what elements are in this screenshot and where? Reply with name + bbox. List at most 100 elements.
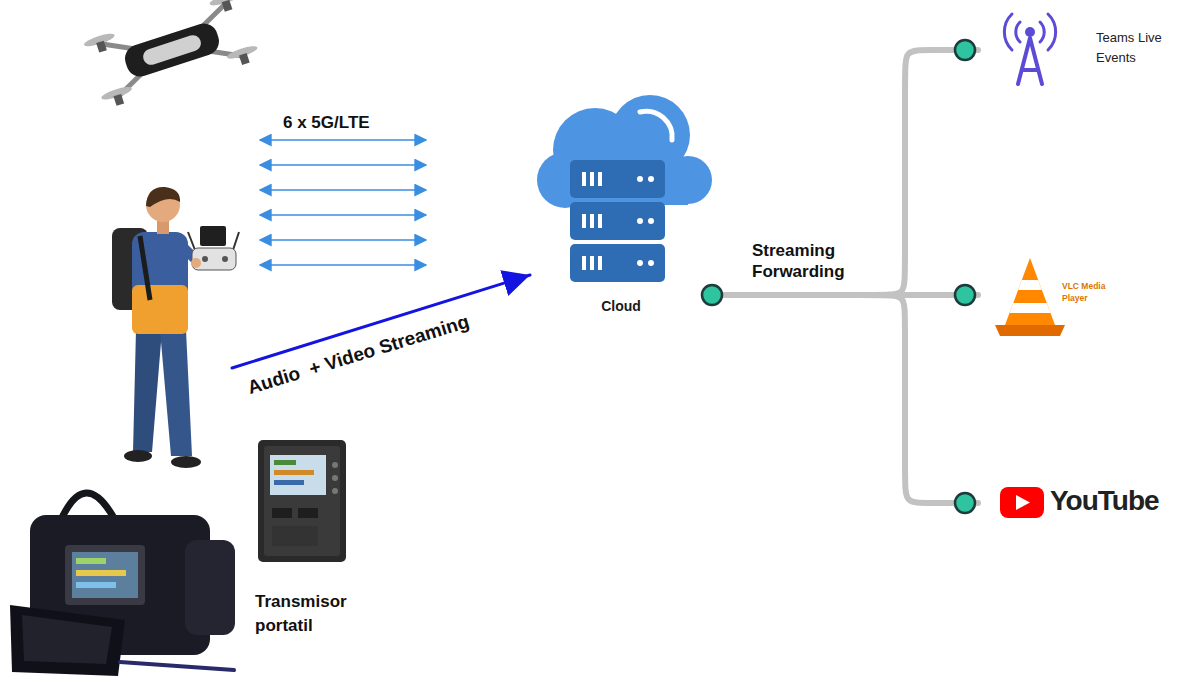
bag-pocket — [185, 540, 235, 635]
transmitter-case — [258, 440, 346, 562]
drone-motor — [96, 41, 107, 53]
vlc-cone-icon — [995, 258, 1065, 336]
leg — [133, 330, 162, 452]
screen-bar — [274, 460, 296, 465]
drone-motor — [113, 94, 124, 106]
shoe — [171, 456, 201, 468]
cloud-node: Cloud — [530, 90, 716, 320]
transmitter-backpack — [10, 493, 235, 676]
controller-stick — [202, 256, 208, 262]
link-arrow — [260, 239, 426, 241]
server-unit — [570, 244, 665, 282]
link-arrow — [260, 164, 426, 166]
server-led — [648, 218, 654, 224]
service-node: YouTube — [978, 478, 1178, 528]
junction-dot — [702, 285, 722, 305]
link-arrow — [260, 139, 426, 141]
cloud-server-icon — [537, 95, 712, 282]
signal-wave — [1004, 14, 1012, 50]
edge-label: Streaming Forwarding — [752, 240, 864, 283]
node-label: VLC Media Player — [1062, 281, 1124, 305]
portable-transmitter — [258, 440, 346, 562]
shoe — [124, 450, 152, 462]
transmitter-screen — [270, 455, 326, 495]
server-slot — [582, 172, 586, 186]
server-slot — [582, 256, 586, 270]
transmitter-node: Transmisor portatil — [120, 368, 370, 658]
server-slot — [590, 214, 594, 228]
server-unit — [570, 202, 665, 240]
antenna-icon — [1004, 14, 1055, 84]
edge-label: Audio + Video Streaming — [245, 311, 472, 400]
drone-body — [121, 20, 222, 80]
server-slot — [590, 256, 594, 270]
node-label: Teams Live Events — [1096, 28, 1172, 67]
service-node: VLC Media Player — [978, 255, 1138, 335]
leg — [160, 330, 192, 456]
cellular-links — [260, 140, 426, 265]
screen-bar — [274, 480, 304, 485]
server-slot — [582, 214, 586, 228]
node-label: Transmisor portatil — [255, 590, 365, 638]
transmitter-knob — [332, 488, 338, 494]
cone-stripe — [1018, 280, 1042, 290]
server-slot — [590, 172, 594, 186]
transmitter-knob — [332, 475, 338, 481]
transmitter-port — [272, 508, 292, 518]
hair — [146, 187, 180, 207]
junction-dot — [955, 285, 975, 305]
server-led — [637, 176, 643, 182]
drone-motor — [239, 53, 250, 65]
controller-screen — [200, 226, 226, 246]
transmitter-knob — [332, 462, 338, 468]
signal-wave — [1040, 22, 1044, 42]
transmitter-vent — [272, 526, 318, 546]
bag-lid-inner — [22, 615, 112, 664]
screen-bar — [76, 582, 116, 588]
transmitter-port — [298, 508, 318, 518]
antenna-tower — [1018, 38, 1042, 84]
server-unit — [570, 160, 665, 198]
service-node: Teams Live Events — [978, 10, 1178, 90]
cloud-highlight — [640, 111, 672, 140]
controller — [192, 248, 236, 270]
forwarding-line — [716, 295, 978, 503]
server-slot — [598, 214, 602, 228]
bag-lid — [10, 605, 125, 676]
operator-figure — [112, 187, 239, 468]
cone-stripe — [1010, 303, 1051, 313]
bag-screen — [72, 552, 138, 598]
transmitter-face — [264, 446, 340, 556]
server-led — [637, 260, 643, 266]
youtube-logo-icon — [1000, 487, 1044, 518]
screen-bar — [76, 558, 106, 564]
link-arrow — [260, 189, 426, 191]
junction-dot — [955, 40, 975, 60]
server-slot — [598, 256, 602, 270]
bag-screen-frame — [65, 545, 145, 605]
link-arrow — [260, 264, 426, 266]
link-count-label: 6 x 5G/LTE — [283, 113, 370, 133]
server-led — [648, 176, 654, 182]
screen-bar — [76, 570, 126, 576]
drone-panel — [141, 33, 203, 67]
server-led — [648, 260, 654, 266]
drone-icon — [83, 0, 261, 110]
signal-wave — [1016, 22, 1020, 42]
play-button — [1000, 487, 1044, 518]
vest — [132, 285, 188, 334]
node-label: YouTube — [1050, 484, 1174, 518]
drone-motor — [222, 0, 233, 12]
cone-base — [995, 325, 1065, 336]
backpack-strap — [140, 236, 150, 300]
hand — [191, 258, 201, 268]
forwarding-line — [716, 50, 978, 295]
server-slot — [598, 172, 602, 186]
node-label: Cloud — [530, 298, 712, 315]
